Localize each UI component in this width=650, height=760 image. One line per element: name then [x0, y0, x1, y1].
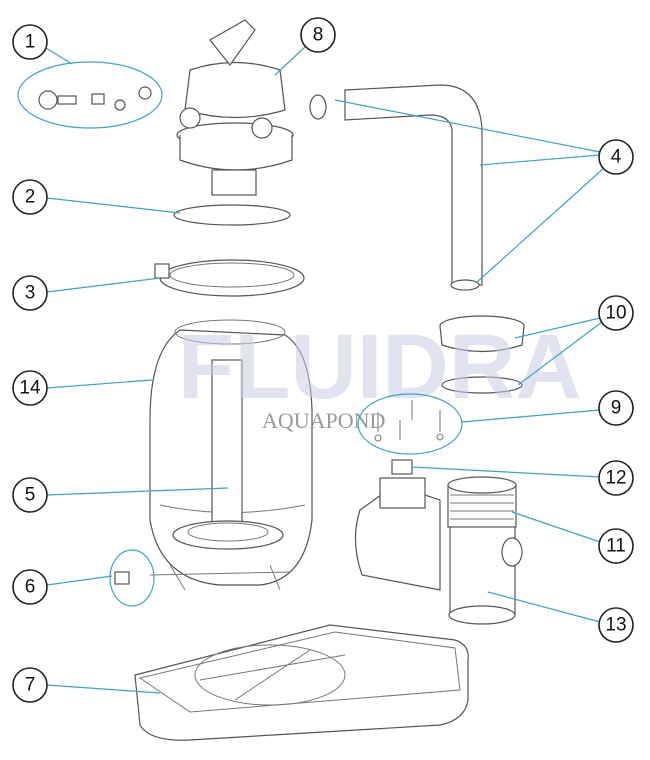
- part-base: [134, 624, 469, 741]
- part-elbow-pipe: [309, 84, 483, 291]
- part-clamp-ring: [154, 259, 305, 297]
- svg-text:8: 8: [313, 25, 324, 46]
- part-screws: [374, 400, 444, 442]
- svg-text:12: 12: [605, 468, 626, 489]
- callout-3: 3: [12, 275, 48, 311]
- part-strainer-lid: [439, 315, 525, 394]
- part-drain-plug: [114, 571, 130, 585]
- callout-5: 5: [12, 477, 48, 513]
- callout-11: 11: [598, 528, 634, 564]
- part-gauge-kit: [38, 86, 152, 111]
- watermark-aquapond: AQUAPOND: [262, 408, 385, 433]
- callout-9: 9: [598, 390, 634, 426]
- callout-12: 12: [598, 460, 634, 496]
- callout-6: 6: [12, 569, 48, 605]
- svg-text:2: 2: [25, 187, 36, 208]
- callout-14: 14: [12, 370, 48, 406]
- group-outline-6: [109, 549, 155, 607]
- callout-4: 4: [598, 139, 634, 175]
- watermark-fluidra: FLUIDRA: [178, 316, 582, 418]
- svg-text:3: 3: [25, 283, 36, 304]
- svg-text:14: 14: [19, 378, 41, 399]
- svg-text:13: 13: [605, 615, 626, 636]
- svg-text:1: 1: [25, 32, 36, 53]
- leader-lines: [45, 46, 605, 694]
- group-outline-9: [357, 393, 463, 455]
- callout-1: 1: [12, 24, 48, 60]
- part-o-ring: [173, 204, 291, 226]
- callout-10: 10: [598, 295, 634, 331]
- part-connector: [391, 459, 413, 475]
- part-pump: [354, 476, 523, 625]
- svg-text:11: 11: [606, 536, 626, 557]
- callout-2: 2: [12, 179, 48, 215]
- callout-7: 7: [12, 667, 48, 703]
- group-outline-1: [17, 61, 163, 129]
- svg-text:6: 6: [25, 577, 36, 598]
- svg-text:5: 5: [25, 485, 36, 506]
- part-multiport-valve: [176, 19, 294, 196]
- svg-text:10: 10: [605, 303, 626, 324]
- callout-13: 13: [598, 607, 634, 643]
- svg-text:4: 4: [611, 147, 622, 168]
- svg-text:7: 7: [25, 675, 36, 696]
- svg-text:9: 9: [611, 398, 622, 419]
- part-laterals: [149, 359, 291, 591]
- callout-8: 8: [300, 17, 336, 53]
